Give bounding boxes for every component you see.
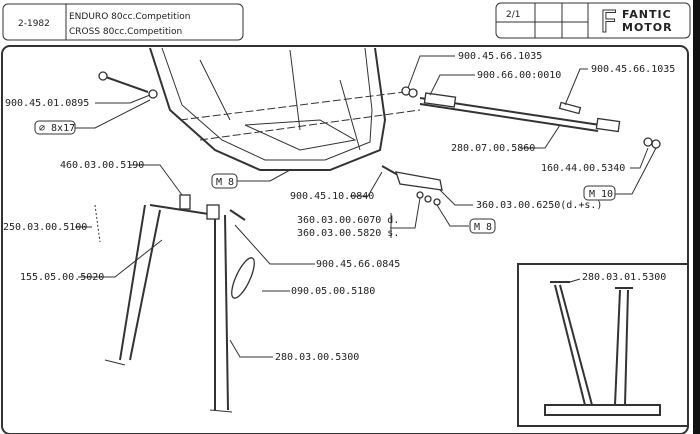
date-label: 2-1982 [18,19,50,29]
label-nut-rod-right: 900.45.66.1035 [591,64,675,75]
fantic-motor-logo: FANTIC MOTOR F [600,5,673,41]
leader-lines [75,55,657,358]
label-stand-pin: 155.05.00.5020 [20,272,104,283]
label-nut-m8-footrest: M 8 [474,222,492,233]
label-stand-spring: 250.03.00.5100 [3,222,87,233]
diagram-border [1,45,689,434]
label-paddock-stand: 280.03.01.5300 [582,272,666,283]
page-number: 2/1 [506,10,520,20]
label-washer-8x17: ⌀ 8x17 [39,123,75,134]
center-stand-drawing [94,194,255,413]
label-nut-m10: M 10 [589,189,613,200]
brake-rod-drawing [401,86,661,149]
label-stand-bushing: 460.03.00.5190 [60,160,144,171]
svg-text:FANTIC: FANTIC [622,8,672,21]
svg-text:F: F [600,5,617,40]
label-rubber-strap: 090.05.00.5180 [291,286,375,297]
model-cross: CROSS 80cc.Competition [69,27,182,37]
part-labels: 900.45.01.0895 ⌀ 8x17 900.45.66.1035 900… [3,51,675,363]
frame-drawing [149,47,421,171]
label-nut-m8-frame: M 8 [216,177,234,188]
footrest-drawing [381,165,443,206]
label-bolt-swingarm: 900.45.01.0895 [5,98,89,109]
svg-text:MOTOR: MOTOR [622,21,673,34]
label-washer-rod: 160.44.00.5340 [541,163,625,174]
model-enduro: ENDURO 80cc.Competition [69,12,190,22]
label-rod-end: 900.66.00:0010 [477,70,561,81]
header-title-block: 2-1982 ENDURO 80cc.Competition CROSS 80c… [2,3,244,41]
label-nut-rod-left: 900.45.66.1035 [458,51,542,62]
label-footrest-bracket-left: 360.03.00.5820 s. [297,228,399,239]
label-stand-bolt: 900.45.66.0845 [316,259,400,270]
header-page-block: 2/1 FANTIC MOTOR F [495,2,691,41]
label-brake-rod: 280.07.00.5860 [451,143,535,154]
scan-edge [693,0,700,434]
label-footrest: 360.03.00.6250(d.+s.) [476,200,602,211]
label-footrest-bracket-right: 360.03.00.6070 d. [297,215,399,226]
swingarm-bolt-drawing [98,71,158,99]
paddock-stand-inset [517,263,689,427]
label-center-stand: 280.03.00.5300 [275,352,359,363]
label-bolt-footrest: 900.45.10.0840 [290,191,374,202]
